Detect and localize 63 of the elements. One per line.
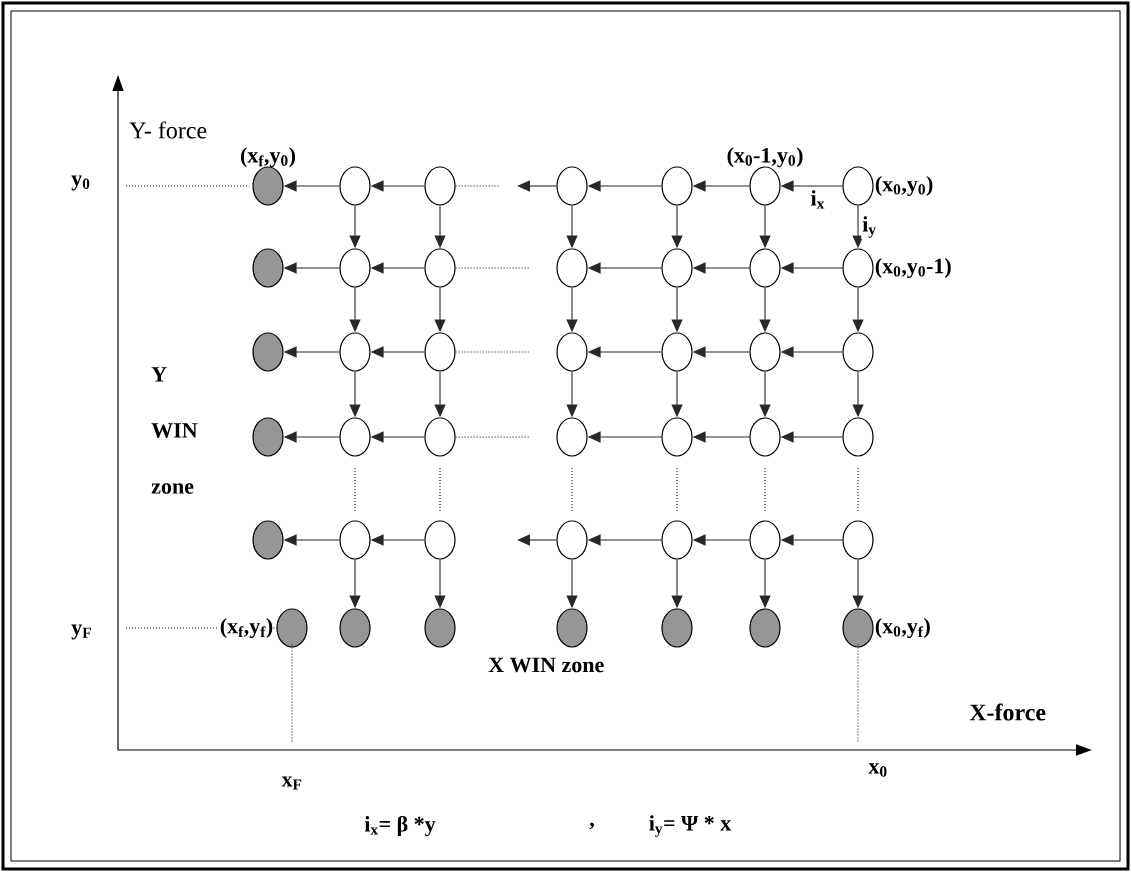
open-circle xyxy=(556,520,588,560)
shaded-circle xyxy=(276,608,308,648)
open-circle xyxy=(556,332,588,372)
open-circle xyxy=(661,520,693,560)
coordinate-label: (x$_{f}$,y$_{f}$) xyxy=(220,618,273,638)
open-circle xyxy=(749,248,781,288)
open-circle xyxy=(661,166,693,206)
arrow xyxy=(517,180,557,192)
coordinate-label: (x$_{0}$,y$_{f}$) xyxy=(875,618,930,638)
open-circle xyxy=(556,166,588,206)
edge-label: i$_{x}$ xyxy=(811,190,825,209)
text-label: Y- force xyxy=(129,121,207,139)
coordinate-label: (x$_{0}$,y$_{0}$-1) xyxy=(875,258,951,278)
arrow xyxy=(517,534,557,546)
shaded-circle xyxy=(252,417,284,457)
open-circle xyxy=(339,248,371,288)
open-circle xyxy=(749,166,781,206)
shaded-circle xyxy=(252,520,284,560)
open-circle xyxy=(424,520,456,560)
open-circle xyxy=(842,248,874,288)
shaded-circle xyxy=(842,608,874,648)
coordinate-label: (x$_{0}$,y$_{0}$) xyxy=(875,176,933,196)
coordinate-label: (x$_{f}$,y$_{0}$) xyxy=(241,147,296,168)
open-circle xyxy=(749,520,781,560)
shaded-circle xyxy=(661,608,693,648)
shaded-circle xyxy=(252,332,284,372)
open-circle xyxy=(661,417,693,457)
text-label: i$_{y}$= Ψ * x xyxy=(649,815,732,837)
open-circle xyxy=(339,332,371,372)
open-circle xyxy=(424,417,456,457)
text-label: X-force xyxy=(969,703,1046,721)
open-circle xyxy=(339,166,371,206)
open-circle xyxy=(424,166,456,206)
open-circle xyxy=(842,332,874,372)
text-label: x$_{F}$ xyxy=(281,776,302,790)
text-label: y$_{F}$ xyxy=(71,624,91,640)
shaded-circle xyxy=(424,608,456,648)
text-label: , xyxy=(589,822,594,830)
open-circle xyxy=(661,248,693,288)
text-label: i$_{x}$= β *y xyxy=(364,815,436,837)
shaded-circle xyxy=(252,166,284,206)
coordinate-label: (x$_{0}$-1,y$_{0}$) xyxy=(727,147,803,168)
open-circle xyxy=(424,332,456,372)
shaded-circle xyxy=(339,608,371,648)
open-circle xyxy=(749,332,781,372)
open-circle xyxy=(661,332,693,372)
open-circle xyxy=(424,248,456,288)
open-circle xyxy=(556,417,588,457)
open-circle xyxy=(749,417,781,457)
open-circle xyxy=(842,417,874,457)
open-circle xyxy=(339,520,371,560)
shaded-circle xyxy=(252,248,284,288)
edge-label: i$_{y}$ xyxy=(862,216,876,238)
shaded-circle xyxy=(556,608,588,648)
text-label: Y WIN zone xyxy=(151,367,198,494)
open-circle xyxy=(339,417,371,457)
open-circle xyxy=(842,520,874,560)
shaded-circle xyxy=(749,608,781,648)
open-circle xyxy=(556,248,588,288)
text-label: X WIN zone xyxy=(488,657,604,673)
open-circle xyxy=(842,166,874,206)
text-label: y$_{0}$ xyxy=(71,175,90,191)
text-label: x$_{0}$ xyxy=(868,763,887,777)
